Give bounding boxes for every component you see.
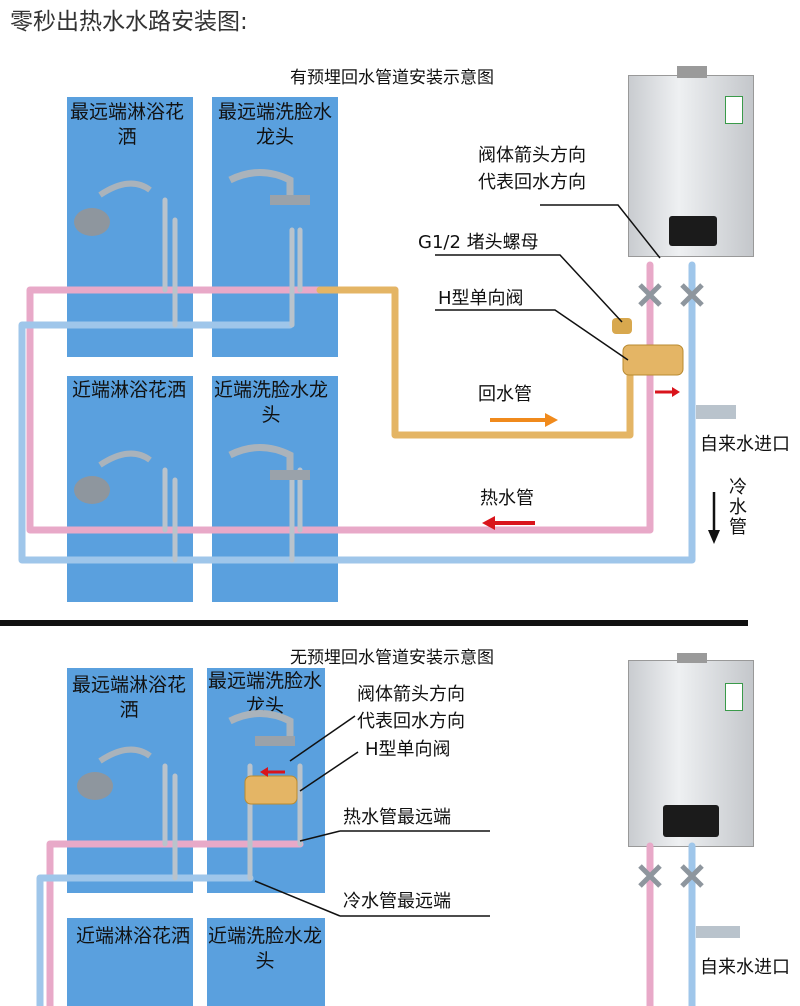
return-flow-arrow-icon <box>545 413 558 427</box>
hot-pipe-label: 热水管 <box>480 488 534 509</box>
bottom-cold-pipe <box>36 874 254 1006</box>
far-faucet-label: 最远端洗脸水龙头 <box>217 101 332 148</box>
far-faucet-panel <box>212 97 338 357</box>
bottom-water-heater <box>628 653 754 847</box>
top-section-title: 有预埋回水管道安装示意图 <box>290 68 494 88</box>
top-arrow-note-2: 代表回水方向 <box>478 172 586 193</box>
top-piping-diagram <box>18 169 736 564</box>
bottom-arrow-note-2: 代表回水方向 <box>357 711 465 732</box>
bottom-tap-water-label: 自来水进口 <box>700 957 790 978</box>
top-tap-inlet <box>696 405 736 419</box>
far-shower-label: 最远端淋浴花洒 <box>69 101 184 148</box>
top-arrow-note-1: 阀体箭头方向 <box>478 145 586 166</box>
near-shower-label: 近端淋浴花洒 <box>71 379 186 401</box>
bottom-section-title: 无预埋回水管道安装示意图 <box>290 648 494 668</box>
near-faucet-label: 近端洗脸水龙头 <box>213 379 328 426</box>
bottom-heater-display <box>663 805 719 837</box>
cold-far-end-label: 冷水管最远端 <box>343 891 451 912</box>
bottom-far-shower-head-icon <box>77 746 152 800</box>
page-title: 零秒出热水水路安装图: <box>10 9 248 35</box>
top-hot-pipe <box>26 261 654 534</box>
hot-far-end-label: 热水管最远端 <box>343 807 451 828</box>
bottom-near-faucet-panel <box>207 918 325 1006</box>
bottom-near-faucet-label: 近端洗脸水龙头 <box>207 925 322 972</box>
top-plug-nut-label: G1/2 堵头螺母 <box>418 232 539 253</box>
bottom-flue-outlet <box>677 653 707 663</box>
energy-label-icon <box>725 96 743 124</box>
near-faucet-panel <box>212 376 338 602</box>
bottom-tap-inlet <box>696 926 740 938</box>
top-plug-nut <box>612 318 632 334</box>
bottom-h-check-valve <box>244 775 298 805</box>
top-near-faucet-icon <box>228 444 310 480</box>
heater-display <box>669 216 717 246</box>
bottom-piping-diagram <box>36 710 740 1006</box>
top-h-check-valve <box>622 344 684 376</box>
hot-flow-arrow-icon <box>482 516 495 530</box>
cold-pipe-label: 冷水管 <box>729 477 747 538</box>
top-cold-pipe <box>18 261 696 564</box>
top-h-valve-label: H型单向阀 <box>438 288 524 309</box>
bottom-far-faucet-icon <box>228 710 295 746</box>
cold-flow-down-arrow-icon <box>708 530 720 544</box>
bottom-h-valve-label: H型单向阀 <box>365 739 451 760</box>
bottom-near-shower-panel <box>67 918 193 1006</box>
bottom-arrow-note-1: 阀体箭头方向 <box>357 684 465 705</box>
top-far-faucet-icon <box>228 169 310 205</box>
bottom-valve-direction-arrow-icon <box>260 767 268 777</box>
bottom-energy-label-icon <box>725 683 743 711</box>
return-pipe-label: 回水管 <box>478 384 532 405</box>
bottom-hot-pipe <box>46 840 304 1006</box>
top-heater-valve-icons <box>638 283 704 307</box>
water-heater <box>628 66 754 257</box>
valve-direction-arrow-icon <box>672 387 680 397</box>
top-return-pipe <box>316 286 634 439</box>
flue-outlet <box>677 66 707 78</box>
bottom-far-shower-label: 最远端淋浴花洒 <box>71 674 186 721</box>
top-tap-water-label: 自来水进口 <box>700 434 790 455</box>
top-far-shower-head-icon <box>74 180 152 236</box>
top-near-shower-head-icon <box>74 450 152 504</box>
bottom-heater-valve-icons <box>638 864 704 888</box>
bottom-near-shower-label: 近端淋浴花洒 <box>75 925 190 947</box>
section-divider <box>0 620 748 626</box>
